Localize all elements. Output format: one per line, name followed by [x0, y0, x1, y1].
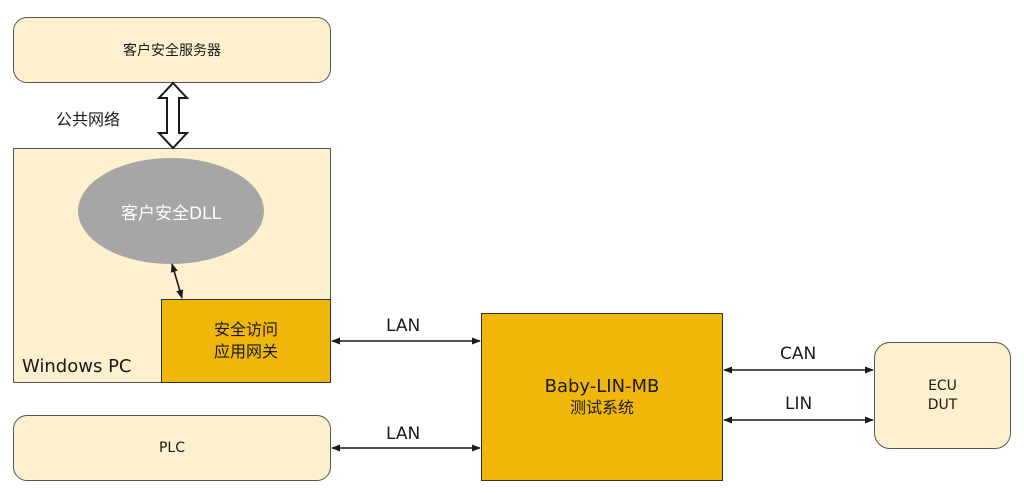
plc-label: PLC [158, 440, 186, 456]
plc-box: PLC [13, 415, 331, 481]
lin-label: LIN [785, 394, 813, 414]
customer-security-server: 客户安全服务器 [13, 17, 331, 83]
can-label: CAN [780, 344, 817, 364]
customer-security-dll: 客户安全DLL [78, 158, 264, 264]
ecu-label-line2: DUT [927, 396, 958, 413]
windows-pc-label: Windows PC [22, 356, 132, 377]
tester-label-line2: 测试系统 [569, 398, 634, 418]
secure-access-gateway: 安全访问 应用网关 [161, 299, 331, 383]
public-network-label: 公共网络 [56, 110, 121, 129]
public-network-double-arrow [156, 81, 190, 150]
baby-lin-mb-test-system: Baby-LIN-MB 测试系统 [481, 313, 723, 481]
gateway-label-line1: 安全访问 [213, 319, 278, 339]
dll-label: 客户安全DLL [120, 203, 222, 224]
ecu-dut-box: ECU DUT [874, 342, 1011, 449]
ecu-label-line1: ECU [928, 378, 957, 395]
server-label: 客户安全服务器 [123, 43, 221, 59]
lan-top-label: LAN [386, 316, 421, 336]
tester-label-line1: Baby-LIN-MB [544, 375, 660, 397]
gateway-label-line2: 应用网关 [213, 342, 278, 361]
lan-bottom-label: LAN [386, 424, 421, 444]
